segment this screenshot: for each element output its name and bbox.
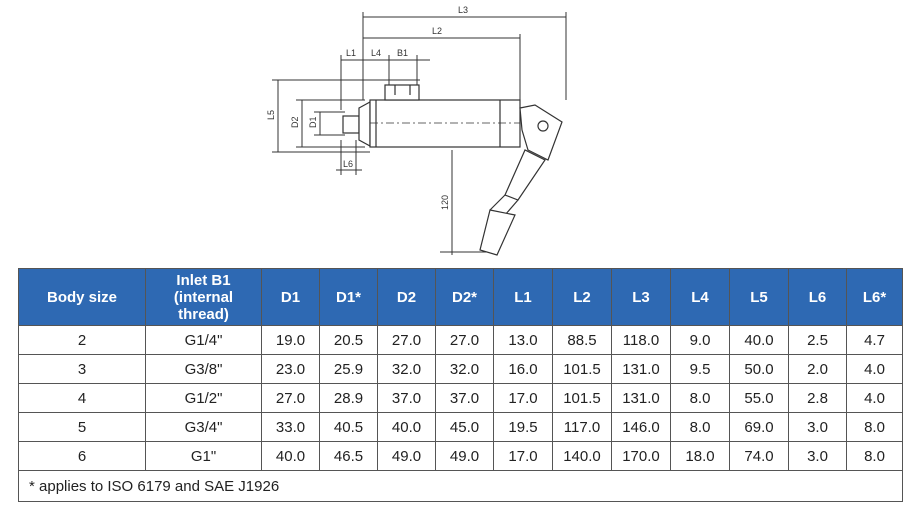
table-cell: 146.0 bbox=[611, 412, 671, 442]
cylinder-drawing: L3 L2 L1 L4 B1 L5 D2 D1 L6 120 bbox=[266, 5, 567, 256]
table-cell: 20.5 bbox=[319, 325, 378, 355]
table-cell: 140.0 bbox=[552, 441, 612, 471]
table-cell: 9.0 bbox=[670, 325, 730, 355]
label-l1: L1 bbox=[346, 48, 356, 58]
table-cell: 25.9 bbox=[319, 354, 378, 384]
col-header: L6 bbox=[788, 268, 847, 326]
footnote: * applies to ISO 6179 and SAE J1926 bbox=[18, 470, 903, 502]
table-cell: 27.0 bbox=[435, 325, 494, 355]
table-cell: 4 bbox=[18, 383, 146, 413]
col-header: Inlet B1 (internal thread) bbox=[145, 268, 262, 326]
label-b1: B1 bbox=[397, 48, 408, 58]
table-cell: 8.0 bbox=[846, 412, 903, 442]
table-cell: 74.0 bbox=[729, 441, 789, 471]
table-cell: 55.0 bbox=[729, 383, 789, 413]
table-cell: 2.5 bbox=[788, 325, 847, 355]
table-cell: 49.0 bbox=[435, 441, 494, 471]
col-header: L4 bbox=[670, 268, 730, 326]
table-cell: G1/4" bbox=[145, 325, 262, 355]
table-cell: 23.0 bbox=[261, 354, 320, 384]
table-cell: 117.0 bbox=[552, 412, 612, 442]
table-cell: 49.0 bbox=[377, 441, 436, 471]
label-l4: L4 bbox=[371, 48, 381, 58]
table-cell: G3/8" bbox=[145, 354, 262, 384]
col-header: L2 bbox=[552, 268, 612, 326]
table-cell: 3.0 bbox=[788, 412, 847, 442]
table-cell: 37.0 bbox=[435, 383, 494, 413]
col-header: Body size bbox=[18, 268, 146, 326]
table-cell: 8.0 bbox=[846, 441, 903, 471]
col-header: D1* bbox=[319, 268, 378, 326]
table-cell: 4.0 bbox=[846, 354, 903, 384]
col-header: D2* bbox=[435, 268, 494, 326]
label-d2: D2 bbox=[290, 116, 300, 128]
table-cell: 40.0 bbox=[377, 412, 436, 442]
label-l5: L5 bbox=[266, 110, 276, 120]
table-cell: 27.0 bbox=[377, 325, 436, 355]
table-cell: 19.5 bbox=[493, 412, 553, 442]
table-cell: 2.0 bbox=[788, 354, 847, 384]
label-l3: L3 bbox=[458, 5, 468, 15]
table-cell: 32.0 bbox=[377, 354, 436, 384]
label-l2: L2 bbox=[432, 26, 442, 36]
table-cell: 37.0 bbox=[377, 383, 436, 413]
table-cell: 50.0 bbox=[729, 354, 789, 384]
col-header: L3 bbox=[611, 268, 671, 326]
table-cell: 69.0 bbox=[729, 412, 789, 442]
table-cell: 40.0 bbox=[261, 441, 320, 471]
table-cell: 33.0 bbox=[261, 412, 320, 442]
col-header: L5 bbox=[729, 268, 789, 326]
table-cell: 28.9 bbox=[319, 383, 378, 413]
table-cell: 27.0 bbox=[261, 383, 320, 413]
table-cell: 16.0 bbox=[493, 354, 553, 384]
col-header: L1 bbox=[493, 268, 553, 326]
table-cell: G1/2" bbox=[145, 383, 262, 413]
table-cell: 45.0 bbox=[435, 412, 494, 442]
table-cell: 88.5 bbox=[552, 325, 612, 355]
table-cell: 4.7 bbox=[846, 325, 903, 355]
table-cell: 19.0 bbox=[261, 325, 320, 355]
label-d1: D1 bbox=[308, 116, 318, 128]
footnote-row: * applies to ISO 6179 and SAE J1926 bbox=[18, 470, 903, 502]
table-cell: 3 bbox=[18, 354, 146, 384]
table-cell: 2 bbox=[18, 325, 146, 355]
table-cell: 101.5 bbox=[552, 354, 612, 384]
table-cell: 170.0 bbox=[611, 441, 671, 471]
table-cell: 13.0 bbox=[493, 325, 553, 355]
table-cell: 40.0 bbox=[729, 325, 789, 355]
table-cell: 6 bbox=[18, 441, 146, 471]
table-cell: 2.8 bbox=[788, 383, 847, 413]
col-header: D2 bbox=[377, 268, 436, 326]
table-cell: 8.0 bbox=[670, 383, 730, 413]
table-cell: 18.0 bbox=[670, 441, 730, 471]
table-cell: 5 bbox=[18, 412, 146, 442]
table-cell: 101.5 bbox=[552, 383, 612, 413]
table-cell: 32.0 bbox=[435, 354, 494, 384]
table-cell: 46.5 bbox=[319, 441, 378, 471]
col-header: D1 bbox=[261, 268, 320, 326]
table-cell: 3.0 bbox=[788, 441, 847, 471]
header-row: Body size Inlet B1 (internal thread) D1 … bbox=[18, 268, 903, 326]
table-cell: 131.0 bbox=[611, 383, 671, 413]
table-cell: 9.5 bbox=[670, 354, 730, 384]
table-cell: 40.5 bbox=[319, 412, 378, 442]
table-cell: 17.0 bbox=[493, 441, 553, 471]
table-cell: 17.0 bbox=[493, 383, 553, 413]
table-cell: G1" bbox=[145, 441, 262, 471]
table-cell: G3/4" bbox=[145, 412, 262, 442]
table-cell: 118.0 bbox=[611, 325, 671, 355]
label-stroke: 120 bbox=[440, 195, 450, 210]
table-cell: 131.0 bbox=[611, 354, 671, 384]
label-l6: L6 bbox=[343, 159, 353, 169]
table-cell: 8.0 bbox=[670, 412, 730, 442]
col-header: L6* bbox=[846, 268, 903, 326]
table-cell: 4.0 bbox=[846, 383, 903, 413]
spec-table: Body size Inlet B1 (internal thread) D1 … bbox=[18, 268, 903, 502]
